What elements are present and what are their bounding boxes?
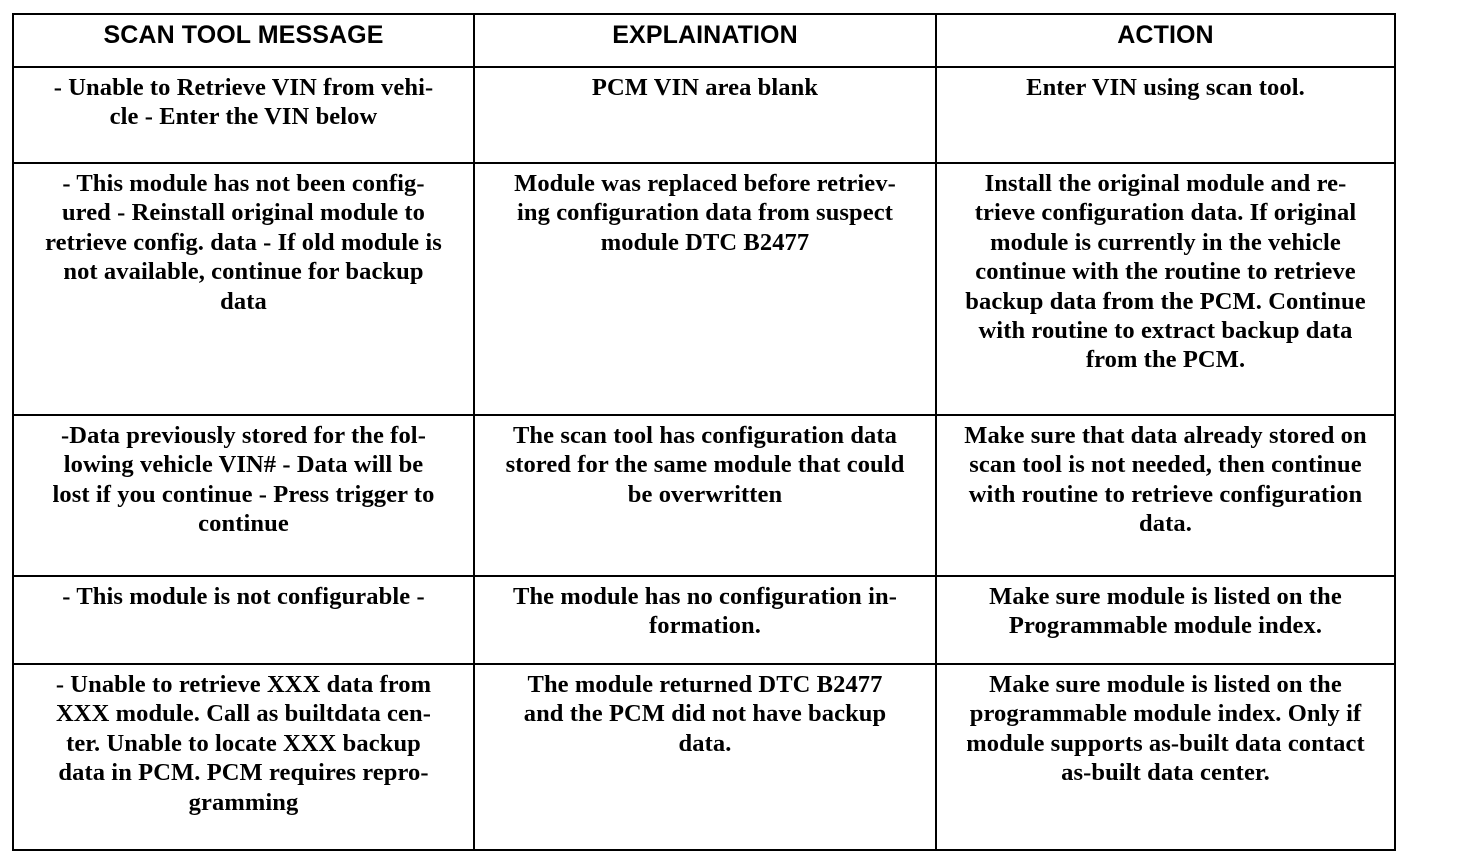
cell-text: Make sure module is listed on the progra…: [966, 671, 1365, 787]
table-row: - This module has not been config- ured …: [12, 162, 1396, 416]
table-body: - Unable to Retrieve VIN from vehi- cle …: [12, 66, 1396, 851]
column-header-explaination: EXPLAINATION: [473, 13, 937, 68]
cell-scan-tool-message: - Unable to retrieve XXX data from XXX m…: [12, 663, 475, 851]
cell-text: PCM VIN area blank: [591, 74, 819, 101]
cell-text: - This module is not configurable -: [62, 583, 425, 610]
cell-action: Make sure that data already stored on sc…: [935, 414, 1396, 577]
cell-scan-tool-message: -Data previously stored for the fol- low…: [12, 414, 475, 577]
cell-scan-tool-message: - This module has not been config- ured …: [12, 162, 475, 416]
document-page: SCAN TOOL MESSAGE EXPLAINATION ACTION - …: [12, 13, 1396, 851]
cell-text: Enter VIN using scan tool.: [1026, 74, 1305, 101]
cell-action: Make sure module is listed on the Progra…: [935, 575, 1396, 665]
scan-tool-message-table: SCAN TOOL MESSAGE EXPLAINATION ACTION - …: [12, 13, 1396, 851]
cell-text: The scan tool has configuration data sto…: [505, 422, 905, 508]
table-row: - Unable to retrieve XXX data from XXX m…: [12, 663, 1396, 851]
cell-text: -Data previously stored for the fol- low…: [52, 422, 435, 538]
table-row: -Data previously stored for the fol- low…: [12, 414, 1396, 577]
column-header-scan-tool-message: SCAN TOOL MESSAGE: [12, 13, 475, 68]
cell-explaination: The scan tool has configuration data sto…: [473, 414, 937, 577]
cell-explaination: The module returned DTC B2477 and the PC…: [473, 663, 937, 851]
cell-text: Module was replaced before retriev- ing …: [514, 170, 896, 256]
table-row: - Unable to Retrieve VIN from vehi- cle …: [12, 66, 1396, 164]
table-header: SCAN TOOL MESSAGE EXPLAINATION ACTION: [12, 13, 1396, 68]
cell-action: Install the original module and re- trie…: [935, 162, 1396, 416]
cell-explaination: The module has no configuration in- form…: [473, 575, 937, 665]
cell-explaination: PCM VIN area blank: [473, 66, 937, 164]
cell-text: Make sure module is listed on the Progra…: [989, 583, 1342, 640]
cell-action: Enter VIN using scan tool.: [935, 66, 1396, 164]
table-header-row: SCAN TOOL MESSAGE EXPLAINATION ACTION: [12, 13, 1396, 68]
cell-scan-tool-message: - This module is not configurable -: [12, 575, 475, 665]
cell-action: Make sure module is listed on the progra…: [935, 663, 1396, 851]
cell-text: - Unable to Retrieve VIN from vehi- cle …: [53, 74, 434, 131]
cell-text: - This module has not been config- ured …: [45, 170, 442, 315]
table-row: - This module is not configurable - The …: [12, 575, 1396, 665]
cell-text: The module returned DTC B2477 and the PC…: [523, 671, 887, 757]
cell-text: - Unable to retrieve XXX data from XXX m…: [55, 671, 432, 816]
cell-text: The module has no configuration in- form…: [513, 583, 897, 640]
cell-explaination: Module was replaced before retriev- ing …: [473, 162, 937, 416]
cell-text: Make sure that data already stored on sc…: [964, 422, 1367, 538]
cell-scan-tool-message: - Unable to Retrieve VIN from vehi- cle …: [12, 66, 475, 164]
column-header-action: ACTION: [935, 13, 1396, 68]
cell-text: Install the original module and re- trie…: [965, 170, 1366, 374]
